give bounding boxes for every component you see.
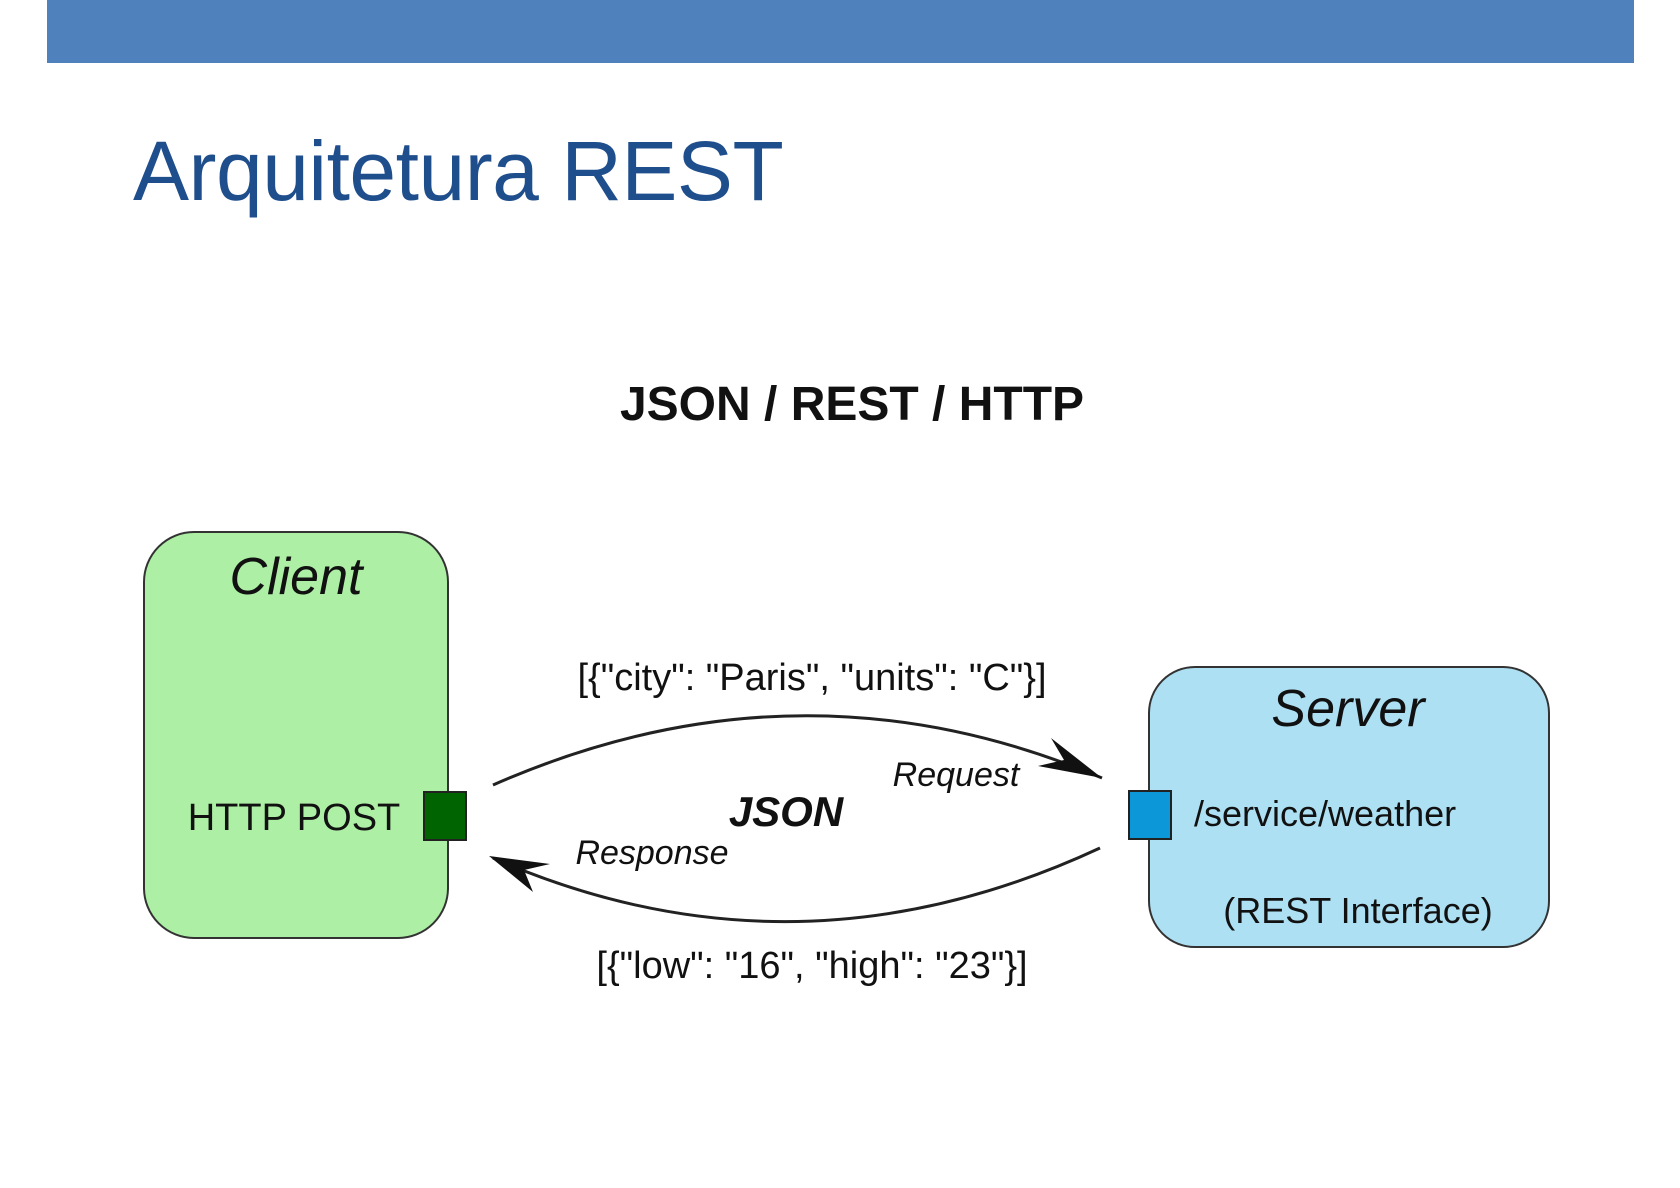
- client-box: [143, 531, 449, 939]
- response-arrow: [492, 846, 1101, 923]
- client-port: [423, 791, 467, 841]
- slide-title: Arquitetura REST: [133, 124, 784, 218]
- client-method-label: HTTP POST: [188, 797, 401, 839]
- top-accent-bar: [47, 0, 1634, 63]
- server-interface-label: (REST Interface): [1223, 890, 1492, 931]
- response-label: Response: [575, 834, 728, 872]
- response-payload: [{"low": "16", "high": "23"}]: [596, 945, 1027, 987]
- request-arrow: [492, 714, 1103, 787]
- request-payload: [{"city": "Paris", "units": "C"}]: [577, 657, 1046, 699]
- client-node: Client HTTP POST: [143, 531, 467, 939]
- server-title: Server: [1271, 680, 1427, 738]
- request-label: Request: [893, 756, 1021, 794]
- server-endpoint-label: /service/weather: [1194, 793, 1456, 834]
- server-port: [1128, 790, 1172, 840]
- request-arrowhead: [1038, 738, 1102, 778]
- diagram-heading: JSON / REST / HTTP: [620, 378, 1084, 431]
- client-title: Client: [230, 548, 365, 606]
- json-format-label: JSON: [729, 788, 845, 835]
- server-node: Server /service/weather (REST Interface): [1128, 666, 1550, 948]
- response-arrowhead: [489, 856, 550, 892]
